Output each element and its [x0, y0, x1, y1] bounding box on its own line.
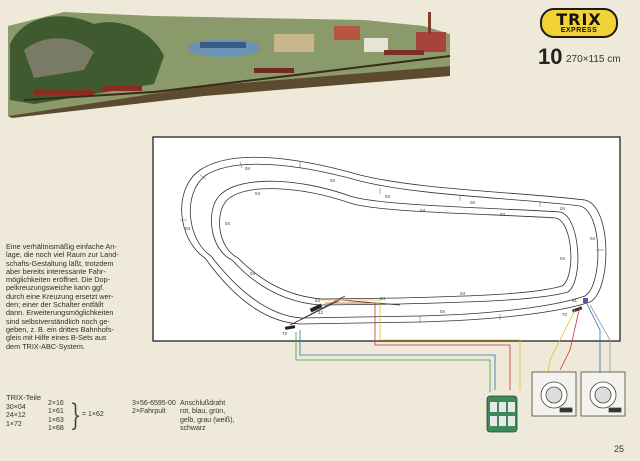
- parts-column-3: 3×56-6595-00 2×Fahrpult: [132, 400, 176, 417]
- description-line: durch eine Kreuzung ersetzt wer-: [6, 291, 114, 301]
- part-item: 1×61: [48, 408, 64, 416]
- part-item: 3×56-6595-00: [132, 400, 176, 407]
- description-line: aber bereits interessante Fahr-: [6, 266, 106, 276]
- power-controller: [580, 371, 626, 417]
- part-item: 2×16: [48, 400, 64, 407]
- parts-title: TRIX-Teile: [6, 393, 42, 402]
- description-line: dann. Erweiterungsmöglichkeiten: [6, 308, 114, 318]
- switch-boxes: [486, 395, 518, 433]
- track-label: 04: [225, 221, 231, 226]
- logo-badge: [540, 8, 618, 38]
- track-label: 04: [385, 194, 391, 199]
- description-line: Eine verhältnismäßig einfache An-: [6, 242, 117, 251]
- wire-line: gelb, grau (weiß),: [180, 416, 235, 424]
- track-label: 04: [380, 296, 386, 301]
- track-label: 04: [185, 226, 191, 231]
- track-label: 04: [560, 206, 566, 211]
- description-line: dem TRIX-ABC-System.: [6, 341, 85, 351]
- track-label: 04: [500, 212, 506, 217]
- track-label: 04: [255, 191, 261, 196]
- parts-column-1: 30×04 24×12 1×72: [6, 404, 26, 429]
- power-controller: [531, 371, 577, 417]
- track-label: 04: [420, 208, 426, 213]
- description-line: pelkreuzungsweiche kann ggf.: [6, 283, 105, 293]
- part-item: 24×12: [6, 412, 26, 420]
- wire-line: rot, blau, grün,: [180, 408, 226, 416]
- plan-number: 10: [538, 44, 563, 69]
- layout-photo: [4, 4, 456, 118]
- wire-info: Anschlußdraht rot, blau, grün, gelb, gra…: [180, 400, 234, 434]
- switch-label: 12: [318, 310, 324, 315]
- description-text: Eine verhältnismäßig einfache An- lage, …: [6, 242, 150, 351]
- parts-equals: = 1×62: [82, 411, 104, 418]
- switch-label: 72: [562, 312, 568, 317]
- wire-line: Anschlußdraht: [180, 400, 226, 407]
- switch-label: 63: [315, 298, 321, 303]
- page-number: 25: [614, 444, 625, 454]
- part-item: 1×68: [48, 425, 64, 433]
- description-line: sind selbstverständlich noch ge-: [6, 316, 110, 326]
- part-item: 30×04: [6, 404, 26, 411]
- track-label: 04: [440, 309, 446, 314]
- parts-column-2: 2×16 1×61 1×63 1×68: [48, 400, 64, 434]
- wiring: [295, 299, 611, 392]
- description-line: gleis mit Hilfe eines B-Sets aus: [6, 333, 107, 343]
- part-item: 1×72: [6, 420, 22, 428]
- track-label: 04: [470, 200, 476, 205]
- track-label: 04: [245, 166, 251, 171]
- track-label: 04: [250, 271, 256, 276]
- logo-subtitle: EXPRESS: [560, 27, 598, 34]
- track-label: 04: [560, 256, 566, 261]
- part-item: 1×63: [48, 416, 64, 424]
- switch-label: 61: [572, 298, 578, 303]
- track-sleepers: [180, 161, 604, 322]
- brace-icon: }: [69, 398, 82, 433]
- part-item: 2×Fahrpult: [132, 408, 166, 416]
- description-line: geben, z. B. ein drittes Bahnhofs-: [6, 324, 114, 334]
- description-line: schafts-Gestaltung läßt, trotzdem: [6, 258, 114, 268]
- track-label: 04: [330, 178, 336, 183]
- track-label: 04: [590, 236, 596, 241]
- description-line: lage, die noch viel Raum zur Land-: [6, 250, 119, 260]
- switch-label: 72: [282, 331, 288, 336]
- inner-loop-track: [211, 180, 579, 306]
- description-line: möglichkeiten eröffnet. Die Dop-: [6, 275, 111, 285]
- description-line: den; einer der Schalter entfällt: [6, 300, 104, 310]
- plan-size: 270×115 cm: [566, 54, 621, 65]
- track-label: 04: [460, 291, 466, 296]
- diagram-frame: [152, 136, 621, 342]
- logo-wordmark: TRIX: [556, 10, 602, 29]
- wire-line: schwarz: [180, 425, 206, 433]
- trix-express-logo: TRIX EXPRESS: [540, 8, 618, 38]
